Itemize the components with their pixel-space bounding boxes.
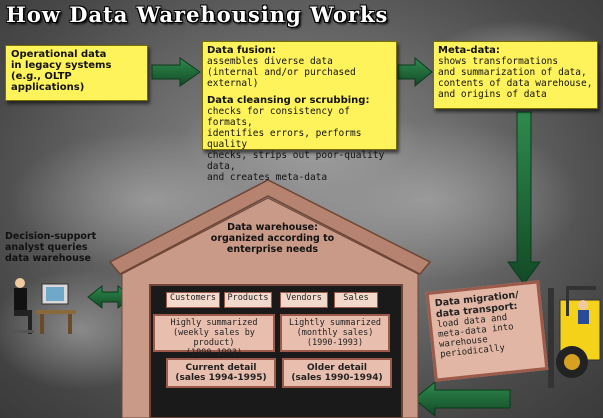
crate-current-detail-label: Current detail (sales 1994-1995) <box>175 363 267 383</box>
operational-data-label: Operational data in legacy systems (e.g.… <box>11 49 112 93</box>
arrow-icon <box>507 111 541 285</box>
crate-sales: Sales <box>334 292 378 308</box>
arrow-icon <box>151 57 201 87</box>
crate-lightly-summarized: Lightly summarized (monthly sales) (1990… <box>280 314 390 352</box>
crate-customers: Customers <box>166 292 220 308</box>
arrow-icon <box>413 380 511 418</box>
data-migration-crate: Data migration/ data transport: load dat… <box>425 280 549 382</box>
crate-products: Products <box>224 292 272 308</box>
meta-data-heading: Meta-data: <box>438 45 500 56</box>
crate-highly-summarized-label: Highly summarized (weekly sales by produ… <box>170 318 258 358</box>
crate-vendors-label: Vendors <box>286 293 322 303</box>
data-cleansing-text: checks for consistency of formats, ident… <box>207 106 385 183</box>
data-fusion-note: Data fusion: assembles diverse data (int… <box>202 41 397 183</box>
crate-sales-label: Sales <box>343 293 369 303</box>
crate-lightly-summarized-label: Lightly summarized (monthly sales) (1990… <box>288 318 382 348</box>
data-fusion-heading: Data fusion: <box>207 45 276 56</box>
data-fusion-text: assembles diverse data (internal and/or … <box>207 56 356 89</box>
meta-data-note: Meta-data: shows transformations and sum… <box>433 41 598 109</box>
operational-data-note: Operational data in legacy systems (e.g.… <box>5 45 148 101</box>
crate-current-detail: Current detail (sales 1994-1995) <box>166 358 276 388</box>
page-title: How Data Warehousing Works <box>6 2 389 27</box>
crate-older-detail-label: Older detail (sales 1990-1994) <box>291 363 383 383</box>
warehouse-label: Data warehouse: organized according to e… <box>210 222 335 255</box>
crate-older-detail: Older detail (sales 1990-1994) <box>282 358 392 388</box>
crate-products-label: Products <box>227 293 269 303</box>
arrow-icon <box>397 56 433 88</box>
analyst-workstation-icon <box>12 278 76 334</box>
data-cleansing-heading: Data cleansing or scrubbing: <box>207 95 370 106</box>
crate-highly-summarized: Highly summarized (weekly sales by produ… <box>153 314 275 358</box>
forklift-icon <box>548 286 601 388</box>
analyst-label: Decision-support analyst queries data wa… <box>5 231 97 264</box>
crate-vendors: Vendors <box>280 292 328 308</box>
meta-data-text: shows transformations and summarization … <box>438 56 593 100</box>
crate-customers-label: Customers <box>169 293 217 303</box>
